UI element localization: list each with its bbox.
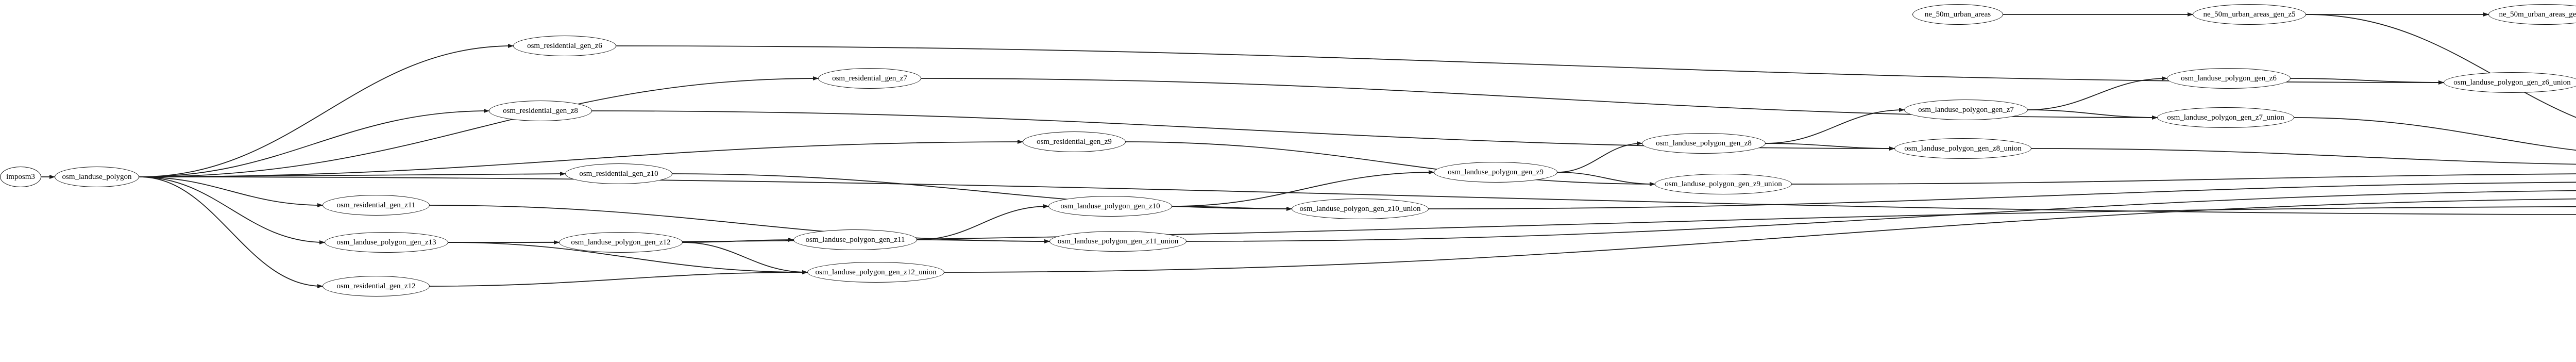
graph-edge: [139, 76, 819, 177]
graph-node-label: osm_landuse_polygon_gen_z6: [2181, 74, 2277, 83]
graph-edge: [139, 140, 1023, 177]
graph-edge: [682, 242, 808, 274]
graph-edge: [429, 270, 808, 287]
graph-node-label: osm_landuse_polygon_gen_z12_union: [815, 268, 937, 276]
graph-edge: [139, 109, 489, 177]
graph-node-osm-landuse-polygon-gen-z8-union[interactable]: osm_landuse_polygon_gen_z8_union: [1894, 138, 2031, 159]
graph-edge: [1557, 141, 1642, 173]
graph-edge: [2027, 76, 2167, 110]
graph-edge: [139, 176, 323, 207]
graph-node-osm-landuse-polygon-gen-z9-union[interactable]: osm_landuse_polygon_gen_z9_union: [1655, 174, 1792, 194]
graph-edge: [1428, 182, 2576, 209]
graph-node-osm-landuse-polygon[interactable]: osm_landuse_polygon: [55, 167, 139, 187]
graph-edge: [616, 45, 2444, 85]
graph-node-label: ne_50m_urban_areas_gen_z5: [2203, 10, 2296, 19]
graph-node-osm-landuse-polygon-gen-z6[interactable]: osm_landuse_polygon_gen_z6: [2167, 68, 2291, 89]
graph-node-osm-landuse-polygon-gen-z7[interactable]: osm_landuse_polygon_gen_z7: [1904, 100, 2028, 120]
graph-node-ne-50m-urban-areas[interactable]: ne_50m_urban_areas: [1912, 4, 2003, 25]
graph-node-osm-landuse-polygon-gen-z13[interactable]: osm_landuse_polygon_gen_z13: [325, 232, 448, 253]
graph-node-osm-residential-gen-z6[interactable]: osm_residential_gen_z6: [513, 36, 616, 56]
graph-node-osm-landuse-polygon-gen-z7-union[interactable]: osm_landuse_polygon_gen_z7_union: [2157, 107, 2294, 128]
graph-edge: [1125, 141, 1655, 186]
graph-node-label: osm_landuse_polygon_gen_z8: [1656, 139, 1752, 147]
graph-node-osm-landuse-polygon-gen-z6-union[interactable]: osm_landuse_polygon_gen_z6_union: [2444, 72, 2576, 93]
graph-edge: [2027, 109, 2158, 120]
graph-node-label: osm_landuse_polygon_gen_z7: [1918, 105, 2014, 114]
graph-node-label: osm_residential_gen_z7: [832, 74, 907, 83]
graph-edge: [917, 204, 1049, 240]
graph-node-imposm3[interactable]: imposm3: [0, 167, 41, 187]
graph-node-osm-landuse-polygon-gen-z10-union[interactable]: osm_landuse_polygon_gen_z10_union: [1292, 199, 1429, 219]
graph-node-label: osm_residential_gen_z12: [336, 282, 416, 290]
graph-node-osm-residential-gen-z7[interactable]: osm_residential_gen_z7: [818, 68, 921, 89]
graph-node-label: osm_landuse_polygon_gen_z11: [805, 235, 905, 244]
graph-node-label: ne_50m_urban_areas: [1924, 10, 1991, 19]
graph-node-label: osm_landuse_polygon_gen_z10_union: [1299, 204, 1421, 213]
graph-edge: [1186, 190, 2576, 242]
graph-edge: [139, 176, 325, 244]
graph-edge: [448, 206, 2576, 243]
graph-edge: [672, 173, 1292, 211]
graph-node-label: osm_landuse_polygon_gen_z11_union: [1057, 237, 1179, 245]
graph-node-label: osm_landuse_polygon_gen_z13: [336, 238, 436, 246]
graph-edge: [429, 205, 1050, 243]
graph-edge: [2294, 117, 2576, 151]
graph-node-label: osm_landuse_polygon_gen_z12: [571, 238, 671, 246]
graph-node-ne-50m-urban-areas-gen-z4[interactable]: ne_50m_urban_areas_gen_z4: [2488, 4, 2576, 25]
graph-node-label: osm_landuse_polygon_gen_z10: [1060, 202, 1160, 210]
graph-edge: [1765, 108, 1905, 144]
graph-node-label: osm_landuse_polygon_gen_z9_union: [1665, 179, 1782, 188]
graph-node-osm-landuse-polygon-gen-z8[interactable]: osm_landuse_polygon_gen_z8: [1642, 133, 1766, 154]
graph-node-osm-landuse-polygon-gen-z9[interactable]: osm_landuse_polygon_gen_z9: [1434, 162, 1557, 183]
graph-edge: [139, 44, 514, 177]
graph-edge: [448, 242, 808, 274]
graph-node-label: osm_landuse_polygon: [62, 172, 132, 181]
graph-edge: [1557, 172, 1655, 186]
graph-node-label: imposm3: [6, 172, 35, 181]
graph-node-ne-50m-urban-areas-gen-z5[interactable]: ne_50m_urban_areas_gen_z5: [2193, 4, 2306, 25]
graph-node-osm-residential-gen-z11[interactable]: osm_residential_gen_z11: [323, 195, 430, 216]
graph-edge: [139, 176, 323, 288]
graph-edge: [944, 198, 2576, 273]
graph-node-label: osm_residential_gen_z8: [503, 106, 578, 115]
graph-edge: [1172, 170, 1434, 207]
graph-node-osm-residential-gen-z9[interactable]: osm_residential_gen_z9: [1023, 131, 1126, 152]
graph-node-osm-residential-gen-z12[interactable]: osm_residential_gen_z12: [323, 276, 430, 297]
graph-node-label: osm_landuse_polygon_gen_z9: [1448, 168, 1544, 176]
graph-node-osm-landuse-polygon-gen-z11[interactable]: osm_landuse_polygon_gen_z11: [793, 229, 917, 250]
graph-node-osm-landuse-polygon-gen-z12-union[interactable]: osm_landuse_polygon_gen_z12_union: [807, 262, 944, 283]
graph-node-osm-residential-gen-z10[interactable]: osm_residential_gen_z10: [565, 163, 672, 184]
graph-node-osm-landuse-polygon-gen-z10[interactable]: osm_landuse_polygon_gen_z10: [1048, 196, 1172, 217]
graph-node-osm-landuse-polygon-gen-z12[interactable]: osm_landuse_polygon_gen_z12: [559, 232, 683, 253]
graph-edge: [2031, 148, 2576, 165]
graph-node-label: osm_residential_gen_z10: [579, 169, 658, 178]
graph-node-label: osm_landuse_polygon_gen_z7_union: [2167, 113, 2284, 122]
graph-node-osm-landuse-polygon-gen-z11-union[interactable]: osm_landuse_polygon_gen_z11_union: [1049, 231, 1187, 252]
graph-node-label: osm_landuse_polygon_gen_z6_union: [2453, 78, 2571, 87]
graph-node-label: ne_50m_urban_areas_gen_z4: [2499, 10, 2576, 19]
graph-node-label: osm_residential_gen_z9: [1037, 137, 1112, 146]
graph-node-osm-residential-gen-z8[interactable]: osm_residential_gen_z8: [489, 101, 592, 121]
graph-node-label: osm_landuse_polygon_gen_z8_union: [1904, 144, 2022, 153]
graph-edge: [1791, 173, 2576, 185]
graph-node-label: osm_residential_gen_z11: [336, 201, 416, 209]
graph-node-label: osm_residential_gen_z6: [527, 41, 602, 50]
